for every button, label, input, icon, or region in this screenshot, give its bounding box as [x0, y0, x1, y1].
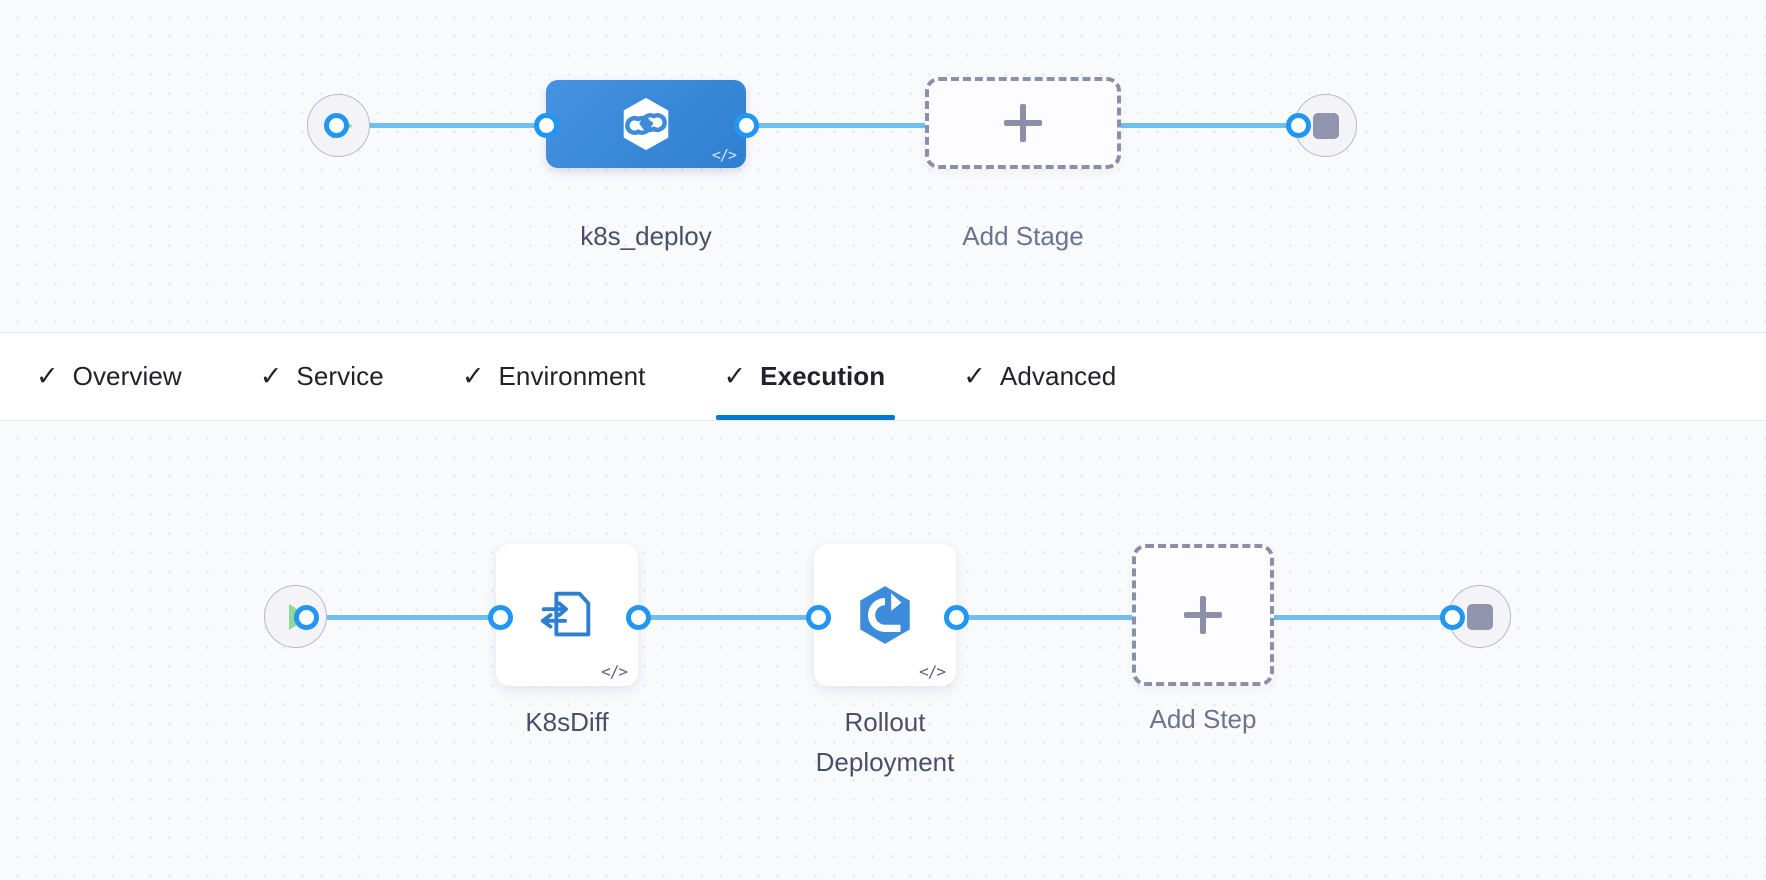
tab-service-label: Service: [296, 361, 384, 391]
stage-start-connector-dot[interactable]: [324, 113, 349, 138]
step-start-connector-dot[interactable]: [294, 605, 319, 630]
k8sdiff-output-dot[interactable]: [626, 605, 651, 630]
step-link-2: [940, 615, 1135, 620]
stage-end-connector-dot[interactable]: [1286, 113, 1311, 138]
tab-advanced[interactable]: ✓ Advanced: [955, 333, 1144, 420]
tab-service[interactable]: ✓ Service: [252, 333, 412, 420]
stage-link-1: [740, 123, 930, 128]
stop-icon: [1294, 94, 1357, 157]
step-code-badge[interactable]: </>: [919, 662, 946, 681]
plus-icon: [1180, 592, 1226, 638]
harness-hexagon-icon: [623, 97, 669, 151]
stage-node-label: k8s_deploy: [580, 221, 712, 251]
add-stage-button[interactable]: [925, 77, 1121, 169]
check-icon: ✓: [723, 361, 747, 391]
stage-link-start: [336, 123, 556, 128]
tab-environment-label: Environment: [498, 361, 646, 391]
stage-code-badge[interactable]: </>: [711, 146, 737, 164]
tab-execution-label: Execution: [760, 361, 886, 391]
tab-overview[interactable]: ✓ Overview: [28, 333, 210, 420]
step-node-k8sdiff-label: K8sDiff: [525, 707, 609, 737]
step-link-start: [300, 615, 510, 620]
step-node-rollout-deployment[interactable]: </>: [814, 544, 956, 686]
stage-link-2: [1118, 123, 1308, 128]
tab-advanced-label: Advanced: [999, 361, 1117, 391]
tab-execution[interactable]: ✓ Execution: [715, 333, 914, 420]
step-node-rollout-label: Rollout Deployment: [815, 707, 955, 778]
add-step-label: Add Step: [1149, 704, 1257, 734]
stage-tab-bar[interactable]: ✓ Overview ✓ Service ✓ Environment ✓ Exe…: [0, 332, 1766, 421]
diff-document-icon: [540, 591, 591, 637]
step-node-k8sdiff[interactable]: </>: [496, 544, 638, 686]
check-icon: ✓: [963, 361, 986, 391]
stage-node-output-dot[interactable]: [734, 113, 759, 138]
plus-icon: [1000, 100, 1046, 146]
step-code-badge[interactable]: </>: [601, 662, 628, 681]
step-link-1: [632, 615, 822, 620]
execution-steps-canvas[interactable]: </> K8sDiff </> Rollout Deploymen: [0, 421, 1766, 880]
add-step-button[interactable]: [1132, 544, 1274, 686]
rollout-input-dot[interactable]: [806, 605, 831, 630]
check-icon: ✓: [259, 361, 283, 391]
step-link-3: [1272, 615, 1462, 620]
check-icon: ✓: [461, 361, 485, 391]
rollout-hexagon-icon: [860, 586, 910, 644]
step-end-connector-dot[interactable]: [1440, 605, 1465, 630]
tab-overview-label: Overview: [72, 361, 182, 391]
k8sdiff-input-dot[interactable]: [488, 605, 513, 630]
rollout-output-dot[interactable]: [944, 605, 969, 630]
stage-canvas[interactable]: </> k8s_deploy Add Stage: [0, 0, 1766, 332]
stage-node-k8s-deploy[interactable]: </>: [546, 80, 746, 168]
check-icon: ✓: [36, 361, 59, 391]
tab-environment[interactable]: ✓ Environment: [454, 333, 674, 420]
stage-end-node[interactable]: [1294, 94, 1357, 157]
add-stage-label: Add Stage: [962, 221, 1084, 251]
stage-node-input-dot[interactable]: [534, 113, 559, 138]
